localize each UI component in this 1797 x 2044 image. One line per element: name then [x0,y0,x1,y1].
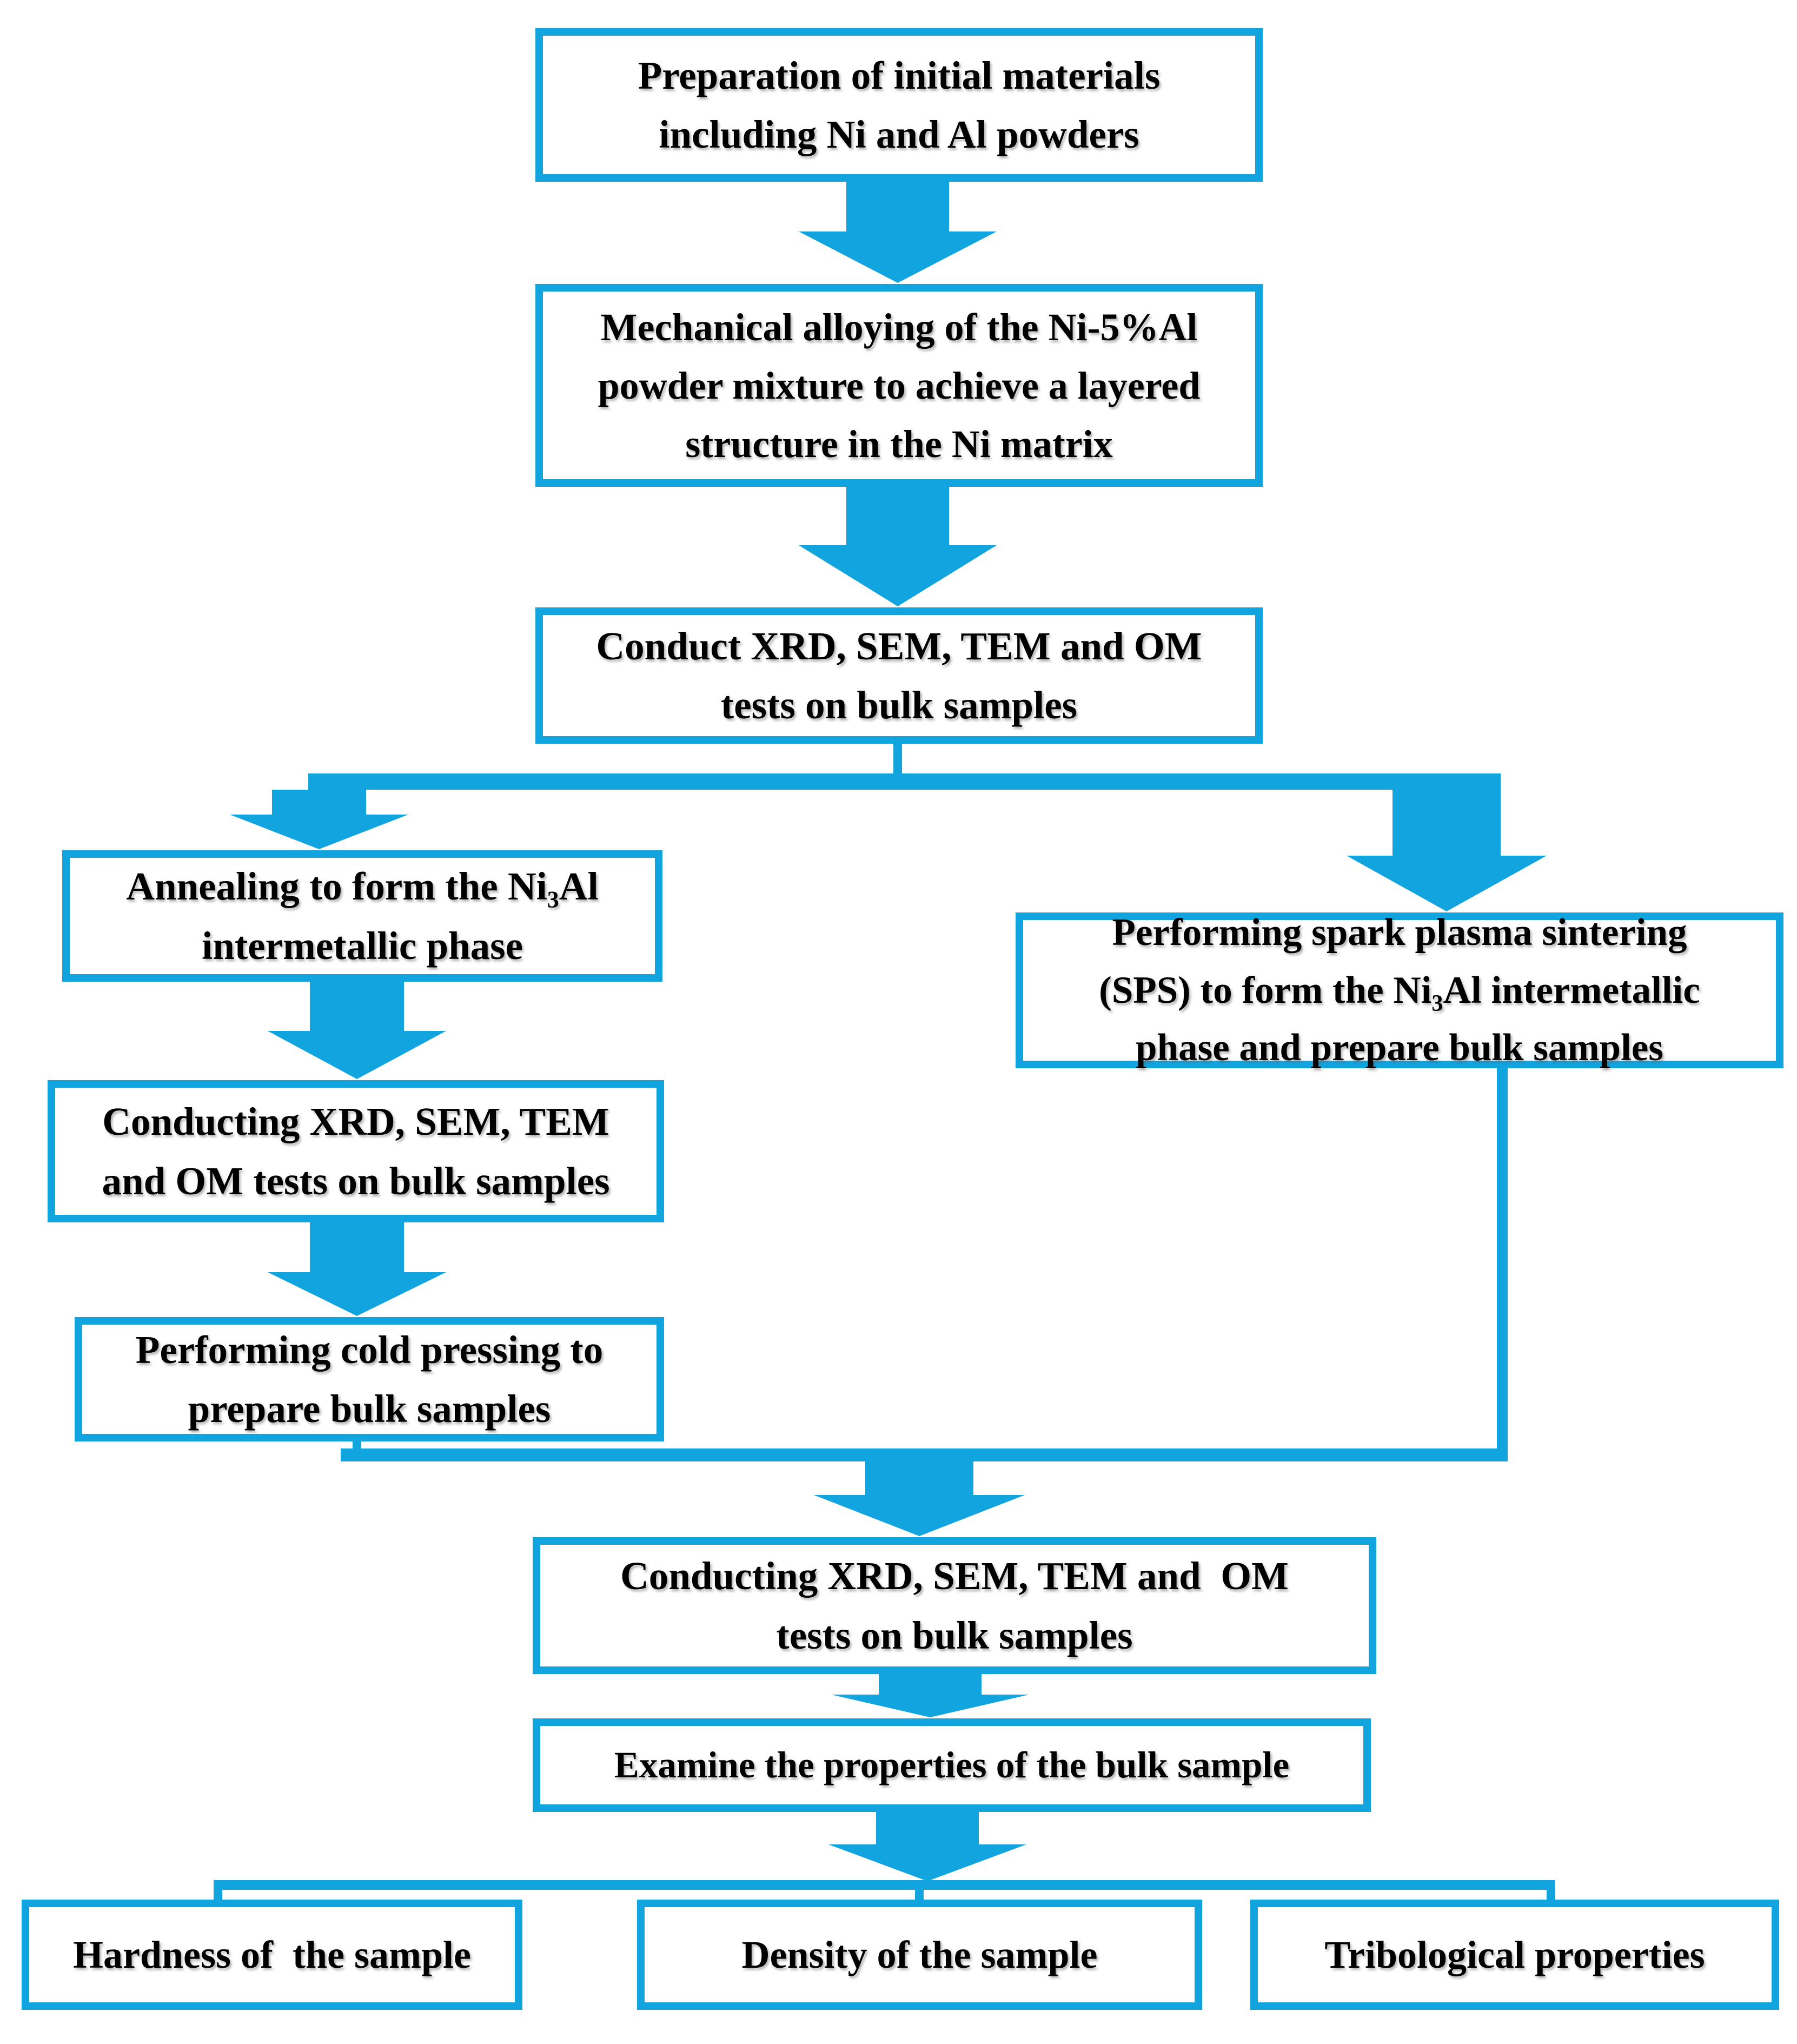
connector-stub-tribology [1547,1890,1555,1902]
arrow-tests3-to-examine [831,1674,1029,1717]
connector-split-bar [308,773,1501,790]
node-spark-plasma-sintering: Performing spark plasma sintering (SPS) … [1016,911,1783,1069]
connector-bottom-bar [214,1880,1555,1890]
connector-stub-hardness [214,1890,222,1902]
node-annealing: Annealing to form the Ni₃Al intermetalli… [62,850,662,982]
node-conducting-tests-merged: Conducting XRD, SEM, TEM and OM tests on… [533,1537,1376,1674]
arrow-anneal-to-tests2 [268,982,446,1079]
arrow-examine-to-split [828,1812,1026,1881]
node-density: Density of the sample [637,1900,1202,2010]
connector-merge-bar [341,1448,1508,1461]
arrow-merge-to-tests3 [814,1461,1025,1536]
node-conducting-tests-left-label: Conducting XRD, SEM, TEM and OM tests on… [102,1100,610,1203]
node-hardness: Hardness of the sample [22,1900,522,2010]
connector-stub-density [915,1890,924,1902]
node-spark-plasma-sintering-label: Performing spark plasma sintering (SPS) … [1099,911,1700,1069]
node-hardness-label: Hardness of the sample [73,1933,471,1976]
arrow-split-to-sps [1347,790,1547,911]
node-annealing-label: Annealing to form the Ni₃Al intermetalli… [126,864,599,968]
arrow-split-to-anneal [230,790,408,849]
connector-sps-line [1497,1067,1508,1461]
node-conducting-tests-merged-label: Conducting XRD, SEM, TEM and OM tests on… [620,1554,1289,1657]
node-examine-properties-label: Examine the properties of the bulk sampl… [614,1744,1290,1785]
node-tribological-properties-label: Tribological properties [1324,1933,1705,1976]
arrow-tests2-to-cold [268,1222,446,1316]
node-examine-properties: Examine the properties of the bulk sampl… [533,1718,1371,1812]
node-density-label: Density of the sample [741,1933,1098,1976]
connector-tests1-stem [893,743,902,776]
arrow-ma-to-tests1 [799,487,997,606]
node-mechanical-alloying: Mechanical alloying of the Ni-5%Al powde… [535,284,1263,487]
arrow-prep-to-ma [799,182,997,283]
node-preparation-label: Preparation of initial materials includi… [638,53,1161,157]
node-cold-pressing-label: Performing cold pressing to prepare bulk… [135,1327,604,1431]
node-preparation: Preparation of initial materials includi… [535,28,1263,182]
node-conducting-tests-left: Conducting XRD, SEM, TEM and OM tests on… [48,1080,664,1222]
node-cold-pressing: Performing cold pressing to prepare bulk… [75,1317,664,1441]
node-conduct-tests: Conduct XRD, SEM, TEM and OM tests on bu… [535,607,1263,744]
node-mechanical-alloying-label: Mechanical alloying of the Ni-5%Al powde… [598,305,1201,466]
connector-cold-stub [353,1440,361,1450]
node-tribological-properties: Tribological properties [1250,1900,1779,2010]
node-conduct-tests-label: Conduct XRD, SEM, TEM and OM tests on bu… [596,624,1202,727]
